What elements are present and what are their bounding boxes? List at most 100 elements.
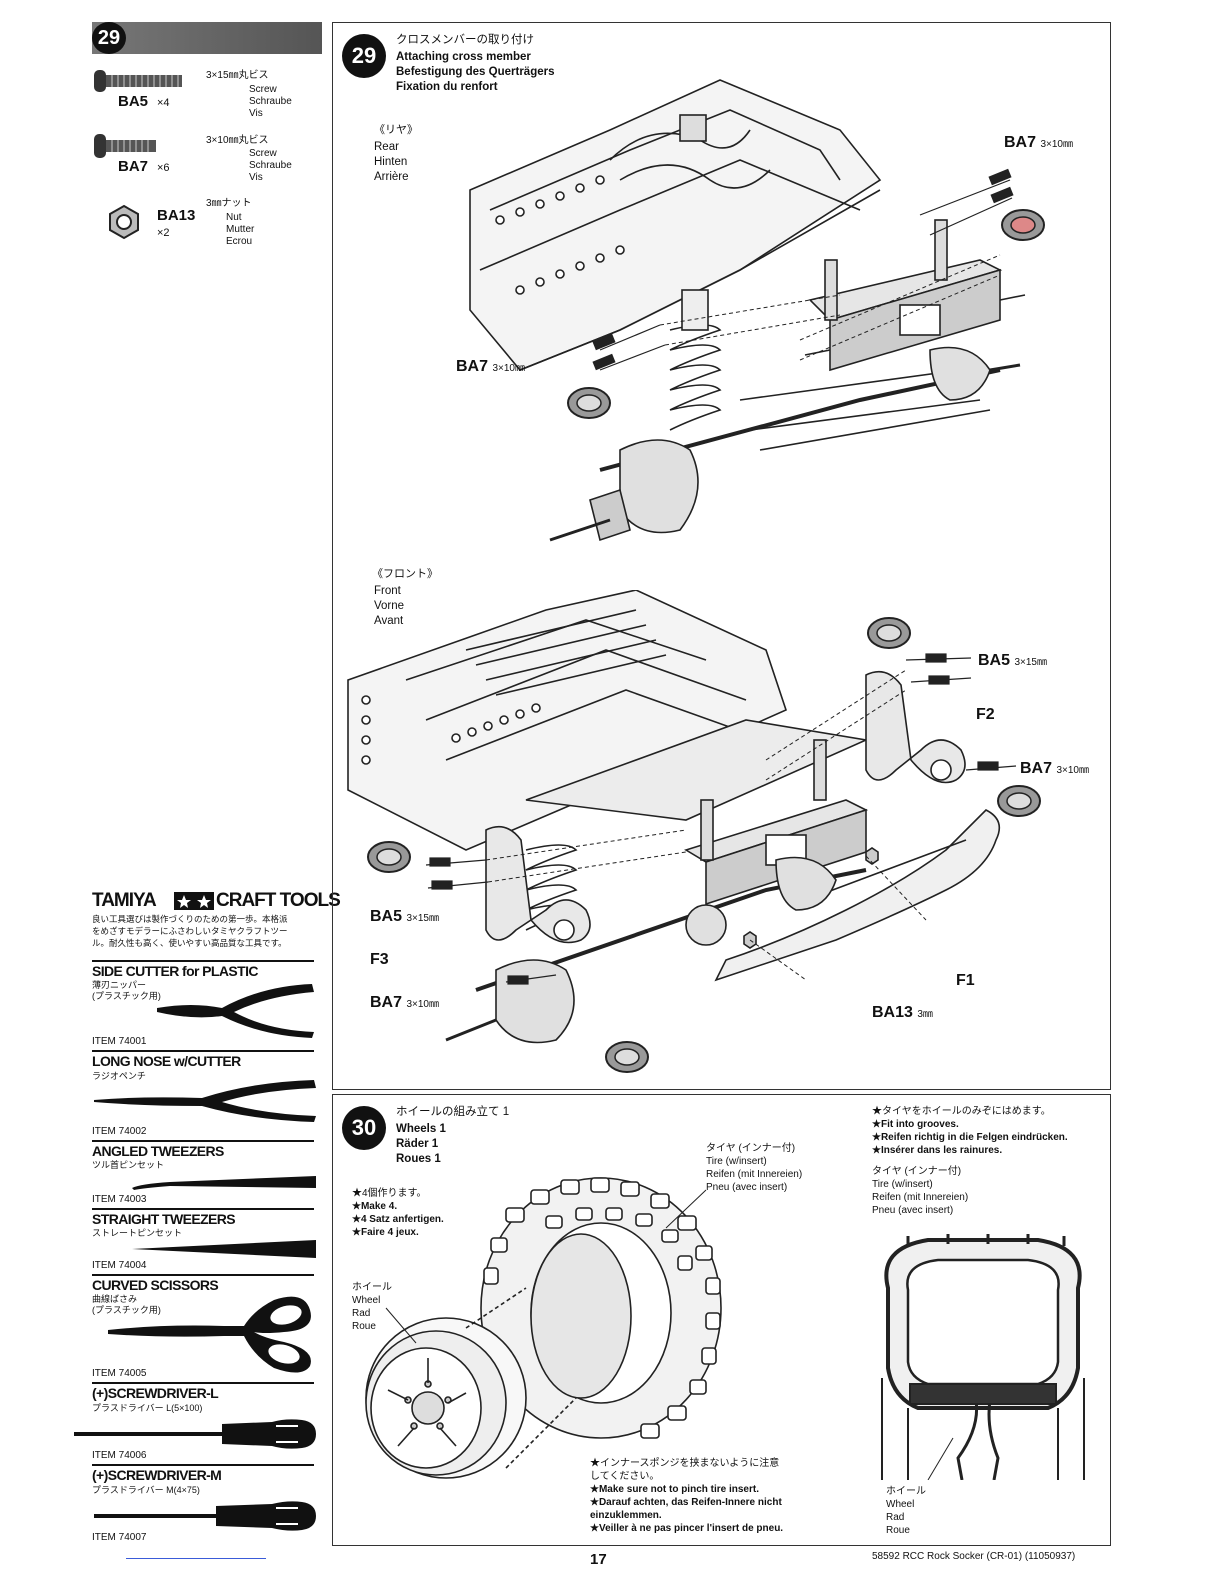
wheel-label-de: Rad [352, 1308, 371, 1319]
pinch-note-jp-1: ★インナースポンジを挟まないように注意 [590, 1458, 780, 1469]
ba13-name-fr: Ecrou [226, 236, 253, 247]
tool-divider [92, 1050, 314, 1052]
ba5-screw-sample-icon [867, 617, 911, 649]
tool-divider [92, 1274, 314, 1276]
tire-section-label-de: Reifen (mit Innereien) [872, 1192, 969, 1203]
fit-note-de: ★Reifen richtig in die Felgen eindrücken… [872, 1132, 1068, 1143]
ba5-name-de: Schraube [249, 96, 292, 107]
tire-section-label-fr: Pneu (avec insert) [872, 1205, 954, 1216]
front-ba7-lower-label: BA7 3×10㎜ [370, 994, 439, 1012]
tool-item-screwdriver-m: ITEM 74007 [92, 1532, 147, 1543]
front-crossmember-assembly-illustration [347, 590, 1017, 1044]
tool-item-long-nose: ITEM 74002 [92, 1126, 147, 1137]
tool-sub-curved-scissors-2: (プラスチック用) [92, 1305, 161, 1315]
wheel-label-fr: Roue [352, 1321, 376, 1332]
step29-badge: 29 [342, 34, 386, 78]
ba7-size: 3×10㎜ [406, 999, 439, 1010]
wheel-label-en: Wheel [352, 1295, 381, 1306]
ba5-code: BA5 [118, 93, 149, 110]
tool-divider [92, 960, 314, 962]
tool-sub-curved-scissors-1: 曲線ばさみ [92, 1294, 138, 1304]
tire-label-de: Reifen (mit Innereien) [706, 1169, 803, 1180]
tool-divider [92, 1208, 314, 1210]
ba13-label: BA13 3㎜ [872, 1004, 933, 1022]
ba5-code: BA5 [370, 908, 403, 925]
step29-title-jp: クロスメンバーの取り付け [396, 34, 534, 46]
tool-name-angled-tweezers: ANGLED TWEEZERS [92, 1143, 224, 1159]
rear-label-jp: 《リヤ》 [374, 124, 418, 136]
ba5-name-en: Screw [249, 84, 277, 95]
f1-label: F1 [956, 972, 975, 989]
ba7-qty: ×6 [157, 162, 170, 174]
page-number: 17 [590, 1551, 607, 1568]
tools-brand-suffix: CRAFT TOOLS [216, 890, 341, 911]
footer-link-underline[interactable] [126, 1558, 266, 1559]
tool-sub-angled-tweezers: ツル首ピンセット [92, 1160, 165, 1170]
tire-label-jp: タイヤ (インナー付) [706, 1143, 796, 1154]
rim-section-label-fr: Roue [886, 1525, 910, 1536]
ba5-name-fr: Vis [249, 108, 263, 119]
make-note-jp: ★4個作ります。 [352, 1188, 427, 1199]
parts-header-bar [92, 22, 322, 54]
rear-label-de: Hinten [374, 156, 408, 168]
f3-label: F3 [370, 951, 389, 968]
tool-item-curved-scissors: ITEM 74005 [92, 1368, 147, 1379]
tool-divider [92, 1140, 314, 1142]
front-ba5-upper-label: BA5 3×15㎜ [978, 652, 1047, 670]
ba5-size: 3×15㎜丸ビス [206, 70, 269, 81]
rim-section-label-en: Wheel [886, 1499, 915, 1510]
rear-label-en: Rear [374, 141, 399, 153]
tire-section-label-jp: タイヤ (インナー付) [872, 1166, 962, 1177]
ba13-code: BA13 [157, 207, 196, 224]
make-note-fr: ★Faire 4 jeux. [352, 1227, 419, 1238]
tire-label-en: Tire (w/insert) [706, 1156, 767, 1167]
ba13-size: 3㎜ナット [206, 198, 252, 209]
tool-sub-long-nose: ラジオペンチ [92, 1071, 146, 1081]
product-code: 58592 RCC Rock Socker (CR-01) (11050937) [872, 1551, 1076, 1562]
tire-and-wheel-illustration [365, 1177, 722, 1479]
step30-title-en: Wheels 1 [396, 1123, 446, 1135]
step29-title-de: Befestigung des Querträgers [396, 66, 555, 78]
ba7-code: BA7 [118, 158, 149, 175]
make-note-de: ★4 Satz anfertigen. [352, 1214, 444, 1225]
rear-label-fr: Arrière [374, 171, 409, 183]
ba7-code: BA7 [456, 358, 489, 375]
tool-sub-side-cutter-1: 薄刃ニッパー [92, 980, 147, 990]
ba13-name-en: Nut [226, 212, 242, 223]
pinch-note-de-2: einzuklemmen. [590, 1510, 662, 1521]
tool-name-screwdriver-l: (+)SCREWDRIVER-L [92, 1385, 219, 1401]
long-nose-pliers-icon [94, 1080, 316, 1122]
angled-tweezers-icon [132, 1176, 316, 1190]
tool-name-long-nose: LONG NOSE w/CUTTER [92, 1053, 241, 1069]
ba13-nut-icon [109, 204, 139, 240]
ba13-code: BA13 [872, 1004, 913, 1021]
tool-divider [92, 1464, 314, 1466]
ba7-name-de: Schraube [249, 160, 292, 171]
front-label-en: Front [374, 585, 401, 597]
step30-title-jp: ホイールの組み立て 1 [396, 1106, 510, 1118]
tire-cross-section-illustration [881, 1234, 1085, 1480]
ba7-size: 3×10㎜ [1056, 765, 1089, 776]
tool-name-curved-scissors: CURVED SCISSORS [92, 1277, 219, 1293]
tools-description-3: ル。耐久性も高く、使いやすい高品質な工具です。 [92, 938, 287, 948]
tool-sub-screwdriver-m: プラスドライバー M(4×75) [92, 1485, 200, 1495]
tire-section-label-en: Tire (w/insert) [872, 1179, 933, 1190]
tools-brand: TAMIYA [92, 890, 157, 911]
front-label-de: Vorne [374, 600, 405, 612]
rear-ba7-lower-label: BA7 3×10㎜ [456, 358, 525, 376]
ba7-screw-icon [94, 134, 156, 158]
pinch-note-en: ★Make sure not to pinch tire insert. [590, 1484, 759, 1495]
ba7-name-fr: Vis [249, 172, 263, 183]
tool-divider [92, 1382, 314, 1384]
fit-note-jp: ★タイヤをホイールのみぞにはめます。 [872, 1106, 1051, 1117]
fit-note-en: ★Fit into grooves. [872, 1119, 959, 1130]
tool-sub-screwdriver-l: プラスドライバー L(5×100) [92, 1403, 203, 1413]
rim-section-label-de: Rad [886, 1512, 905, 1523]
ba5-size: 3×15㎜ [1014, 657, 1047, 668]
tool-sub-straight-tweezers: ストレートピンセット [92, 1228, 183, 1238]
rim-section-label-jp: ホイール [886, 1486, 926, 1497]
step29-title-fr: Fixation du renfort [396, 81, 498, 93]
curved-scissors-icon [108, 1296, 311, 1373]
ba7-screw-sample-icon [1001, 209, 1045, 241]
ba13-qty: ×2 [157, 227, 170, 239]
